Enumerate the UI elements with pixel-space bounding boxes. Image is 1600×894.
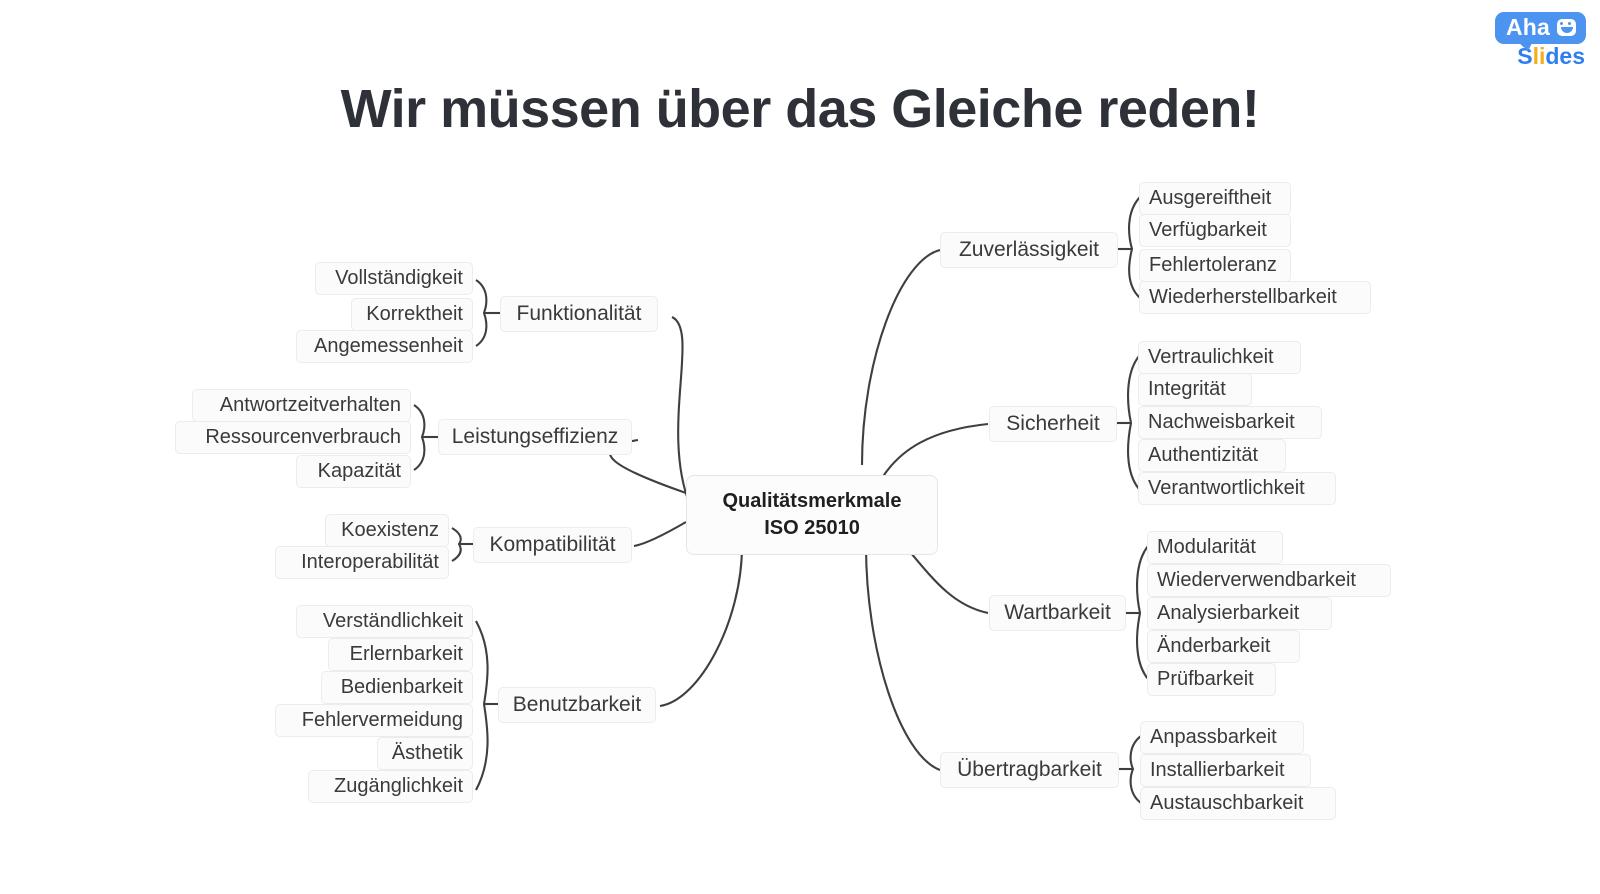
link-center-kompatibilitaet — [633, 521, 687, 548]
link-center-benutzbarkeit — [659, 545, 744, 708]
leaf-integritaet[interactable]: Integrität — [1138, 373, 1252, 406]
leaf-ressourcenverbrauch[interactable]: Ressourcenverbrauch — [175, 421, 411, 454]
leaf-installierbarkeit[interactable]: Installierbarkeit — [1140, 754, 1311, 787]
link-center-sicherheit — [881, 422, 989, 479]
leaf-ausgereiftheit[interactable]: Ausgereiftheit — [1139, 182, 1291, 215]
brace-benutzbarkeit — [475, 620, 489, 791]
leaf-fehlervermeidung[interactable]: Fehlervermeidung — [275, 704, 473, 737]
leaf-vollstaendigkeit[interactable]: Vollständigkeit — [315, 262, 473, 295]
brace-zuverlaessigkeit — [1128, 196, 1141, 299]
leaf-wiederherstellbarkeit[interactable]: Wiederherstellbarkeit — [1139, 281, 1371, 314]
leaf-vertraulichkeit[interactable]: Vertraulichkeit — [1138, 341, 1301, 374]
leaf-erlernbarkeit[interactable]: Erlernbarkeit — [328, 638, 473, 671]
brace-leistungseffizienz — [413, 404, 426, 471]
leaf-korrektheit[interactable]: Korrektheit — [351, 298, 473, 331]
center-node[interactable]: Qualitätsmerkmale ISO 25010 — [686, 475, 938, 555]
leaf-verstaendlichkeit[interactable]: Verständlichkeit — [296, 605, 473, 638]
branch-sicherheit[interactable]: Sicherheit — [989, 406, 1117, 442]
leaf-koexistenz[interactable]: Koexistenz — [325, 514, 449, 547]
leaf-pruefbarkeit[interactable]: Prüfbarkeit — [1147, 663, 1276, 696]
branch-leistungseffizienz[interactable]: Leistungseffizienz — [438, 419, 632, 455]
leaf-verantwortlichkeit[interactable]: Verantwortlichkeit — [1138, 472, 1336, 505]
page-title: Wir müssen über das Gleiche reden! — [340, 79, 1260, 139]
leaf-antwortzeitverhalten[interactable]: Antwortzeitverhalten — [192, 389, 411, 422]
leaf-aesthetik[interactable]: Ästhetik — [377, 737, 473, 770]
smiley-icon — [1557, 19, 1576, 36]
ahaslides-logo: Aha Slides — [1494, 12, 1586, 69]
link-center-uebertragbarkeit — [864, 545, 941, 771]
branch-benutzbarkeit[interactable]: Benutzbarkeit — [498, 687, 656, 723]
logo-slides-li: li — [1532, 43, 1546, 69]
leaf-austauschbarkeit[interactable]: Austauschbarkeit — [1140, 787, 1336, 820]
center-node-line1: Qualitätsmerkmale — [722, 490, 902, 512]
center-node-line2: ISO 25010 — [764, 517, 860, 539]
leaf-zugaenglichkeit[interactable]: Zugänglichkeit — [308, 770, 473, 803]
branch-wartbarkeit[interactable]: Wartbarkeit — [989, 595, 1126, 631]
branch-funktionalitaet[interactable]: Funktionalität — [500, 296, 658, 332]
leaf-aenderbarkeit[interactable]: Änderbarkeit — [1147, 630, 1300, 663]
brace-kompatibilitaet — [451, 527, 462, 562]
logo-slides-rest: des — [1545, 43, 1585, 69]
logo-bubble: Aha — [1494, 12, 1586, 51]
leaf-kapazitaet[interactable]: Kapazität — [296, 455, 411, 488]
leaf-verfuegbarkeit[interactable]: Verfügbarkeit — [1139, 214, 1291, 247]
leaf-bedienbarkeit[interactable]: Bedienbarkeit — [321, 671, 473, 704]
leaf-nachweisbarkeit[interactable]: Nachweisbarkeit — [1138, 406, 1322, 439]
branch-zuverlaessigkeit[interactable]: Zuverlässigkeit — [940, 232, 1118, 268]
branch-uebertragbarkeit[interactable]: Übertragbarkeit — [940, 752, 1119, 788]
leaf-fehlertoleranz[interactable]: Fehlertoleranz — [1139, 249, 1291, 282]
leaf-wiederverwendbarkeit[interactable]: Wiederverwendbarkeit — [1147, 564, 1391, 597]
leaf-analysierbarkeit[interactable]: Analysierbarkeit — [1147, 597, 1332, 630]
leaf-angemessenheit[interactable]: Angemessenheit — [296, 330, 473, 363]
leaf-modularitaet[interactable]: Modularität — [1147, 531, 1283, 564]
leaf-authentizitaet[interactable]: Authentizität — [1138, 439, 1286, 472]
branch-kompatibilitaet[interactable]: Kompatibilität — [473, 527, 632, 563]
leaf-interoperabilitaet[interactable]: Interoperabilität — [275, 546, 449, 579]
brace-funktionalitaet — [475, 279, 488, 347]
logo-aha-text: Aha — [1505, 14, 1550, 40]
link-center-zuverlaessigkeit — [860, 248, 941, 466]
leaf-anpassbarkeit[interactable]: Anpassbarkeit — [1140, 721, 1304, 754]
